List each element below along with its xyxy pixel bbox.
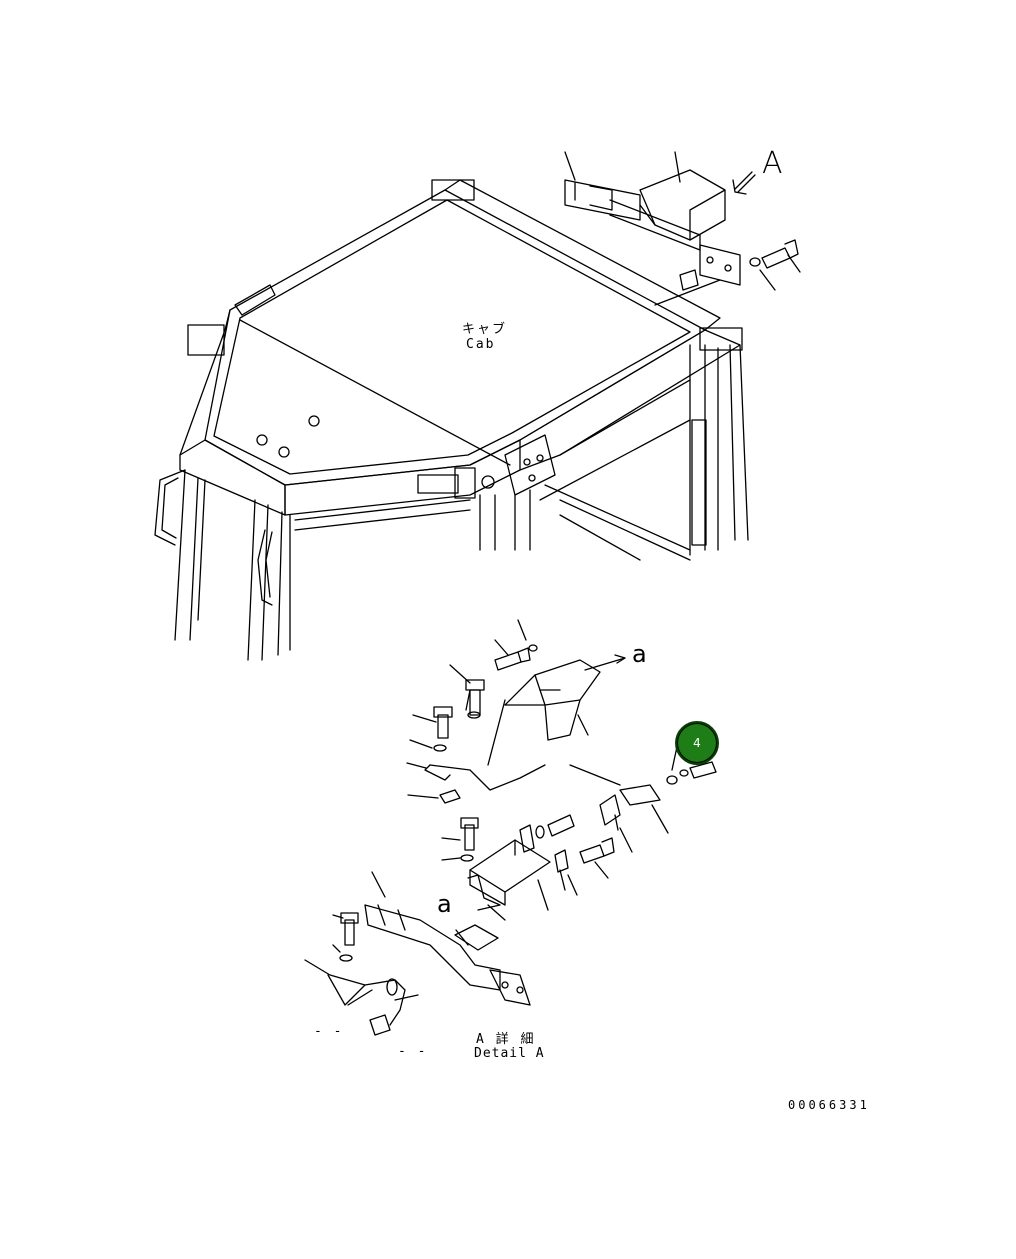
sub-view-label-top: a: [632, 640, 647, 668]
detail-label-japanese: A 詳 細: [476, 1032, 536, 1047]
stray-mark-left: - -: [314, 1024, 344, 1039]
cab-label-japanese: キャブ: [462, 322, 508, 337]
cab-label-english: Cab: [466, 337, 496, 352]
view-arrow-label: A: [762, 146, 783, 181]
drawing-number: 00066331: [788, 1098, 870, 1112]
cab-roof: [179, 179, 743, 516]
part-callout-4[interactable]: 4: [675, 721, 719, 765]
sub-view-label-bottom: a: [437, 890, 452, 918]
cab-frame: [154, 344, 749, 661]
stray-mark-right: - -: [398, 1044, 428, 1059]
view-a-assembly: [564, 151, 801, 306]
detail-a-parts: [304, 619, 717, 1036]
detail-label-english: Detail A: [474, 1046, 545, 1061]
